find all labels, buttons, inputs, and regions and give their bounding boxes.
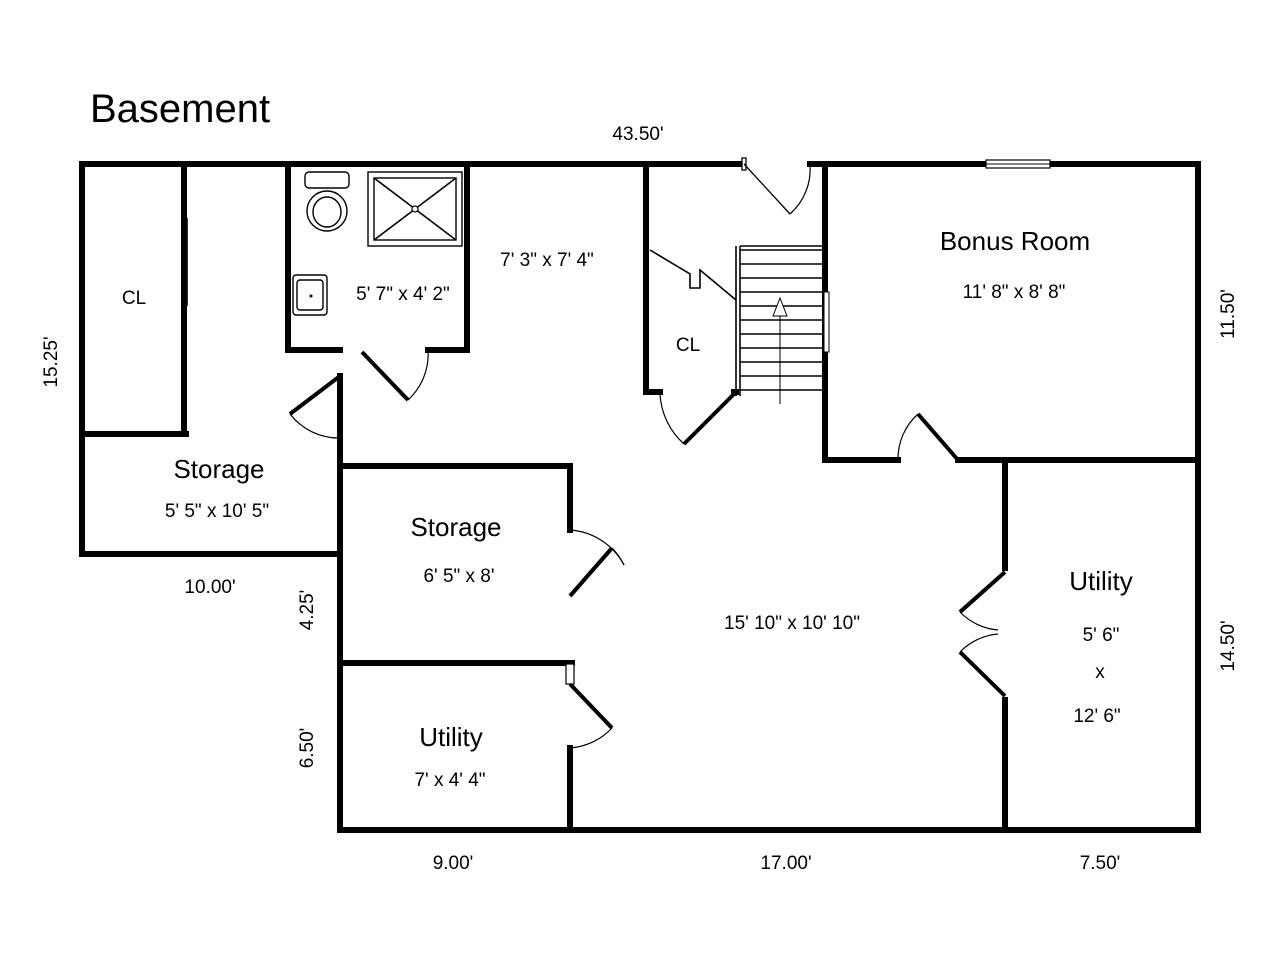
stair-treads: [740, 249, 822, 391]
utility-right-size-a: 5' 6": [1083, 625, 1120, 646]
stairs: [649, 245, 830, 404]
storage-left-size: 5' 5" x 10' 5": [165, 501, 269, 522]
closet-left-label: CL: [122, 288, 146, 309]
bath-door: [360, 349, 429, 402]
utility-right-size-x: x: [1095, 662, 1105, 683]
sink-icon: [292, 274, 328, 316]
bonus-window: [985, 159, 1051, 169]
bonus-door: [897, 412, 960, 462]
main-room-size: 15' 10" x 10' 10": [724, 613, 860, 634]
dim-left-mid: 4.25': [297, 590, 318, 631]
utility-right-name: Utility: [1069, 566, 1133, 596]
dim-right-upper: 11.50': [1218, 289, 1239, 339]
stair-closet-door: [659, 392, 736, 446]
utility-right-size-b: 12' 6": [1073, 706, 1120, 727]
closet-stair-label: CL: [676, 335, 700, 356]
storage-left-name: Storage: [173, 454, 264, 484]
bonus-room-size: 11' 8" x 8' 8": [963, 282, 1066, 303]
page-title: Basement: [90, 87, 270, 131]
dim-bottom-mid: 17.00': [760, 853, 811, 874]
toilet-icon: [304, 171, 350, 232]
storage-mid-size: 6' 5" x 8': [423, 566, 494, 587]
utility-left-name: Utility: [419, 722, 483, 752]
hall-size: 7' 3" x 7' 4": [500, 250, 594, 271]
dim-bottom-left: 9.00': [433, 853, 474, 874]
utility-left-door: [565, 663, 614, 749]
room-labels: CL 5' 7" x 4' 2" 7' 3" x 7' 4" CL Bonus …: [122, 226, 1133, 791]
dim-storage-bottom: 10.00': [184, 577, 235, 598]
utility-left-size: 7' x 4' 4": [414, 770, 485, 791]
dim-left: 15.25': [41, 336, 62, 387]
dim-left-low: 6.50': [297, 728, 318, 769]
utility-right-door: [958, 570, 1007, 698]
bonus-room-name: Bonus Room: [940, 226, 1090, 256]
doors: [288, 157, 1007, 749]
dim-top: 43.50': [612, 124, 663, 145]
entry-door: [741, 157, 811, 215]
dim-right-lower: 14.50': [1218, 620, 1239, 671]
storage-mid-door: [568, 529, 625, 598]
dim-bottom-right: 7.50': [1080, 853, 1121, 874]
closet-sliding-door: [181, 218, 188, 370]
dimension-labels: 43.50' 15.25' 11.50' 14.50' 10.00' 4.25'…: [41, 124, 1239, 874]
storage-left-door: [288, 374, 342, 439]
bath-size: 5' 7" x 4' 2": [356, 284, 450, 305]
shower-icon: [367, 171, 463, 247]
storage-mid-name: Storage: [410, 512, 501, 542]
walls: [79, 161, 1201, 833]
